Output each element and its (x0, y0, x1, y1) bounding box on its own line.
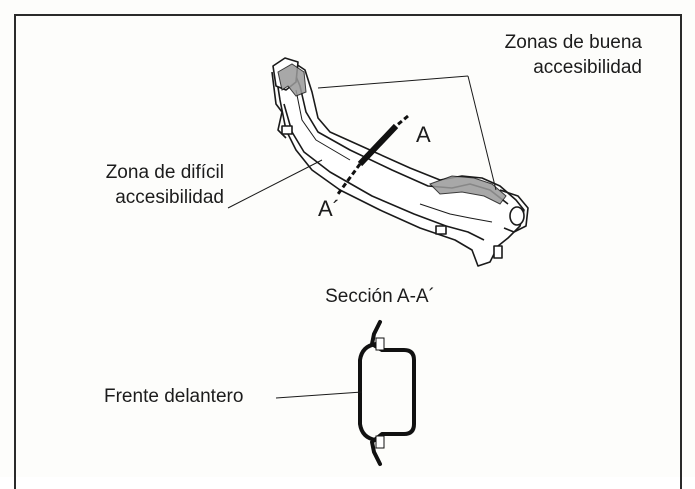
difficult-access-leader (227, 159, 323, 209)
section-profile (358, 320, 416, 466)
good-access-leaders (317, 75, 497, 191)
diagram-artwork (227, 57, 529, 466)
good-access-zones (277, 63, 507, 205)
difficult-access-line1: Zona de difícil (105, 162, 224, 183)
good-access-line2: accesibilidad (533, 57, 642, 78)
difficult-access-label: Zona de difícil accesibilidad (60, 160, 224, 210)
section-weld-marks (375, 337, 385, 449)
section-marker-a-prime: A´ (318, 196, 340, 221)
section-title: Sección A-A´ (325, 286, 435, 307)
section-cut-line (336, 114, 409, 195)
section-marker-a: A (416, 122, 431, 147)
good-access-line1: Zonas de buena (504, 32, 642, 53)
front-panel-label: Frente delantero (104, 386, 244, 407)
front-panel-leader (275, 391, 363, 399)
difficult-access-line2: accesibilidad (115, 187, 224, 208)
diagram-border (14, 14, 682, 489)
diagram-page: Zonas de buena accesibilidad A A´ Zona d… (14, 14, 682, 489)
good-access-label: Zonas de buena accesibilidad (460, 30, 642, 80)
